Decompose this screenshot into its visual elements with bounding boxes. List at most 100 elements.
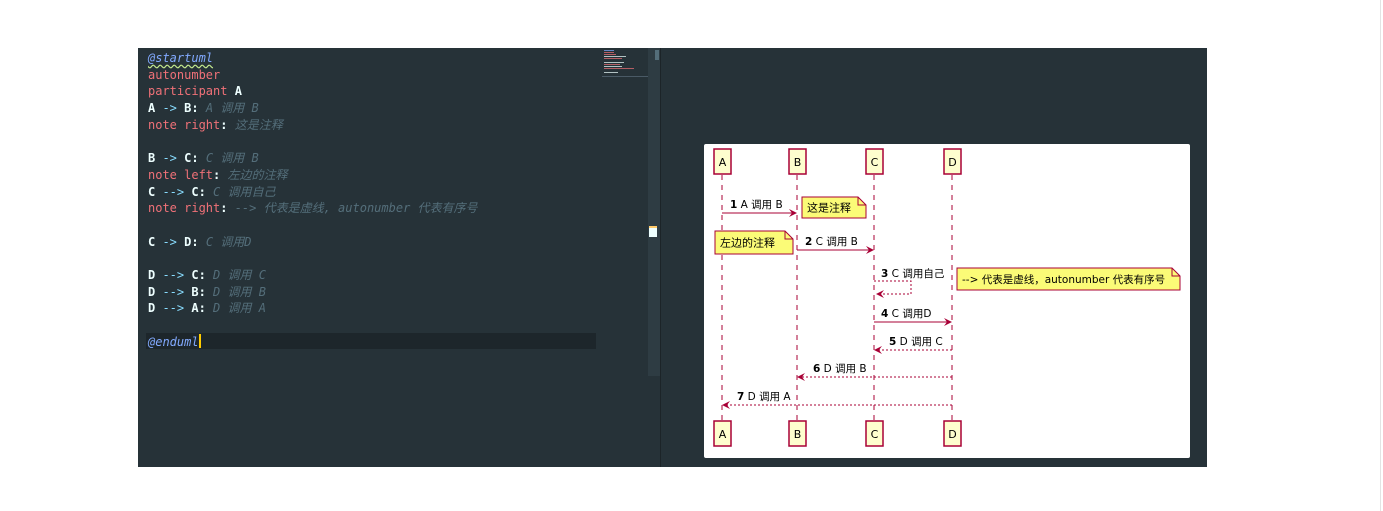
message-label: 3 C 调用自己	[881, 267, 945, 280]
code-token: C	[184, 151, 192, 166]
message-number: 6	[813, 363, 820, 375]
splitter-handle-icon[interactable]	[649, 226, 657, 237]
code-token: -->	[162, 184, 192, 199]
code-line[interactable]: note right: --> 代表是虚线, autonumber 代表有序号	[148, 200, 478, 217]
participant-box-a-bottom	[713, 420, 732, 447]
code-token: note left	[148, 167, 214, 182]
code-token: :	[220, 117, 235, 132]
message-number: 3	[881, 268, 888, 280]
code-token: C 调用 B	[205, 151, 259, 166]
participant-box-d-top	[943, 148, 962, 175]
message-text: C 调用 B	[812, 236, 858, 248]
participant-box-a-top	[713, 148, 732, 175]
code-line[interactable]: autonumber	[148, 67, 478, 84]
code-token: 这是注释	[234, 117, 283, 132]
code-token: C	[148, 184, 163, 199]
message-number: 5	[889, 336, 896, 348]
participant-box-c-top	[865, 148, 884, 175]
code-token: participant	[148, 84, 235, 99]
participant-box-d-bottom	[943, 420, 962, 447]
code-line[interactable]: A -> B: A 调用 B	[148, 100, 478, 117]
code-token: C 调用自己	[213, 184, 276, 199]
code-token: :	[198, 184, 214, 199]
message-number: 4	[881, 308, 888, 320]
note-text: 这是注释	[807, 201, 851, 215]
message-text: C 调用D	[888, 308, 931, 320]
code-line[interactable]: D --> A: D 调用 A	[148, 300, 478, 317]
code-token: :	[213, 167, 228, 182]
code-line[interactable]: C -> D: C 调用D	[148, 234, 478, 251]
code-token: D	[184, 234, 192, 249]
message-label: 2 C 调用 B	[805, 236, 858, 248]
code-token: @startuml	[148, 51, 214, 65]
code-token: B	[184, 101, 192, 116]
code-line[interactable]	[148, 317, 478, 334]
minimap[interactable]	[602, 50, 648, 77]
code-line[interactable]: note left: 左边的注释	[148, 167, 478, 184]
message-arrow-3	[874, 280, 912, 298]
code-token: -->	[162, 267, 192, 282]
code-token: C	[191, 184, 199, 199]
code-line[interactable]	[148, 250, 478, 267]
participant-label-c-top: C	[871, 156, 879, 169]
note-fold	[784, 231, 793, 240]
code-token: ->	[162, 101, 185, 116]
code-line[interactable]: C --> C: C 调用自己	[148, 184, 478, 201]
participant-label-c-bottom: C	[871, 428, 879, 441]
code-token: :	[191, 101, 206, 116]
pane-splitter[interactable]	[660, 48, 661, 467]
code-token: B	[148, 151, 163, 166]
text-cursor	[198, 333, 201, 348]
code-token: :	[198, 284, 214, 299]
code-line[interactable]: participant A	[148, 83, 478, 100]
code-token: -->	[162, 284, 192, 299]
scrollbar-thumb[interactable]	[655, 50, 659, 60]
participant-label-a-top: A	[719, 156, 727, 169]
message-label: 1 A 调用 B	[730, 199, 783, 211]
code-line[interactable]	[148, 217, 478, 234]
minimap-line	[604, 50, 614, 51]
note-fold	[1171, 268, 1180, 277]
message-label: 5 D 调用 C	[889, 336, 943, 348]
minimap-line	[604, 56, 626, 57]
note-text: --> 代表是虚线，autonumber 代表有序号	[962, 273, 1165, 286]
code-line[interactable]: @enduml	[148, 333, 478, 351]
current-line-highlight	[146, 333, 596, 349]
participant-label-d-top: D	[948, 156, 956, 169]
code-line[interactable]: D --> C: D 调用 C	[148, 267, 478, 284]
code-token: ->	[162, 234, 185, 249]
code-token: D	[148, 267, 163, 282]
code-token: A	[191, 301, 199, 316]
code-line[interactable]: D --> B: D 调用 B	[148, 284, 478, 301]
message-label: 4 C 调用D	[881, 308, 931, 320]
participant-label-d-bottom: D	[948, 428, 956, 441]
message-number: 2	[805, 236, 812, 248]
minimap-line	[604, 62, 624, 63]
code-token: :	[220, 201, 235, 216]
message-text: D 调用 C	[896, 336, 942, 348]
minimap-line	[604, 54, 616, 55]
code-token: C	[191, 267, 199, 282]
code-token: ->	[162, 151, 185, 166]
code-token: -->	[162, 301, 192, 316]
participant-label-b-bottom: B	[794, 428, 802, 441]
code-token: 左边的注释	[227, 167, 288, 182]
note-box	[801, 196, 867, 219]
participant-label-a-bottom: A	[719, 428, 727, 441]
page-right-border	[1380, 0, 1381, 511]
code-line[interactable]: @startuml	[148, 50, 478, 67]
code-token: A	[234, 84, 242, 99]
note-text: 左边的注释	[720, 236, 775, 250]
code-line[interactable]: B -> C: C 调用 B	[148, 150, 478, 167]
code-token: D	[148, 284, 163, 299]
code-token: D 调用 A	[213, 301, 266, 316]
vertical-scrollbar[interactable]	[648, 48, 660, 376]
code-line[interactable]: note right: 这是注释	[148, 117, 478, 134]
participant-box-c-bottom	[865, 420, 884, 447]
code-line[interactable]	[148, 133, 478, 150]
minimap-line	[604, 68, 634, 69]
participant-box-b-bottom	[788, 420, 807, 447]
